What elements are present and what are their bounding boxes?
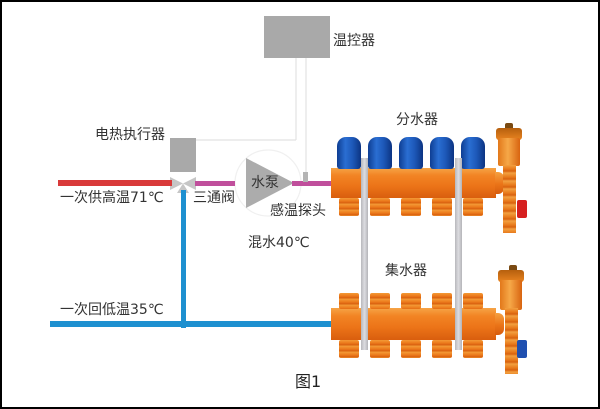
- figure-caption: 图1: [295, 372, 322, 391]
- bypass-return-pipe-vertical: [181, 190, 186, 328]
- supply-manifold-label: 分水器: [396, 112, 438, 128]
- supply-manifold-end-cap: [495, 172, 504, 194]
- return-air-vent-stem: [505, 308, 518, 374]
- supply-outlet-fitting: [370, 198, 390, 216]
- pump-label: 水泵: [251, 175, 279, 191]
- supply-valve-cap: [430, 137, 454, 169]
- return-upper-fitting: [339, 293, 359, 309]
- primary-supply-pipe: [58, 180, 172, 186]
- mounting-bracket-left: [361, 158, 368, 350]
- supply-air-vent-body: [498, 138, 520, 166]
- primary-return-pipe: [50, 321, 332, 327]
- primary-return-label: 一次回低温35℃: [60, 302, 164, 318]
- supply-valve-cap: [461, 137, 485, 169]
- supply-air-vent-stem: [503, 165, 516, 233]
- return-inlet-fitting: [463, 340, 483, 358]
- return-manifold-end-cap: [495, 313, 504, 335]
- supply-valve-cap: [368, 137, 392, 169]
- return-manifold-label: 集水器: [385, 263, 427, 279]
- return-air-vent-body: [500, 280, 522, 310]
- mixed-pipe-valve-to-pump: [195, 181, 235, 186]
- return-inlet-fitting: [401, 340, 421, 358]
- return-inlet-fitting: [370, 340, 390, 358]
- return-upper-fitting: [401, 293, 421, 309]
- temp-sensor-label: 感温探头: [270, 203, 326, 219]
- return-inlet-fitting: [432, 340, 452, 358]
- primary-supply-label: 一次供高温71℃: [60, 190, 164, 206]
- supply-air-vent-top: [496, 128, 522, 140]
- return-air-vent-nub: [509, 265, 517, 272]
- mixed-pipe-pump-to-manifold: [292, 181, 332, 186]
- three-way-valve-label: 三通阀: [193, 190, 235, 206]
- return-drain-handle: [517, 340, 527, 358]
- supply-outlet-fitting: [401, 198, 421, 216]
- supply-manifold-body: [331, 168, 496, 198]
- mixed-water-label: 混水40℃: [248, 235, 310, 251]
- return-upper-fitting: [370, 293, 390, 309]
- temperature-sensor-probe: [303, 172, 308, 182]
- thermostat-label: 温控器: [333, 33, 375, 49]
- thermostat-box: [264, 16, 330, 58]
- supply-outlet-fitting: [339, 198, 359, 216]
- supply-drain-handle: [517, 200, 527, 218]
- mounting-bracket-right: [455, 158, 462, 350]
- supply-air-vent-nub: [505, 123, 513, 130]
- return-air-vent-top: [498, 270, 524, 282]
- electric-actuator-box: [170, 138, 196, 172]
- supply-outlet-fitting: [463, 198, 483, 216]
- supply-valve-cap: [399, 137, 423, 169]
- supply-outlet-fitting: [432, 198, 452, 216]
- supply-valve-cap: [337, 137, 361, 169]
- return-upper-fitting: [432, 293, 452, 309]
- return-upper-fitting: [463, 293, 483, 309]
- return-manifold-body: [331, 308, 496, 340]
- return-inlet-fitting: [339, 340, 359, 358]
- actuator-label: 电热执行器: [95, 127, 165, 143]
